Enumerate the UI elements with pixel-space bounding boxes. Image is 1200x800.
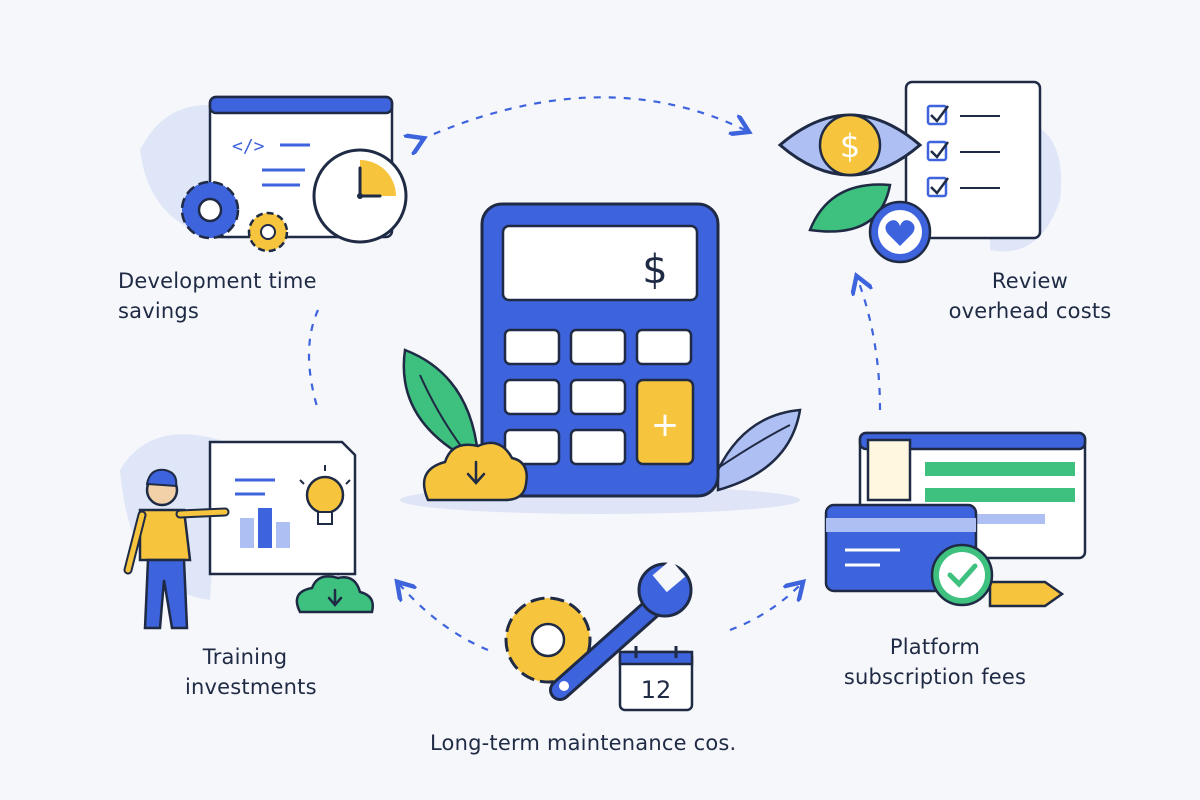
label-platform-subscription-fees: Platform subscription fees (815, 632, 1055, 692)
lightbulb-icon (299, 465, 351, 525)
label-line: savings (118, 299, 200, 323)
maintenance-illustration: 12 (504, 559, 694, 712)
coin-symbol: $ (840, 127, 860, 165)
dev-time-illustration: </> (140, 95, 408, 253)
training-illustration (120, 434, 374, 630)
calculator-group: $ + (400, 202, 802, 514)
leaf-icon (808, 183, 892, 233)
label-line: investments (185, 675, 317, 699)
eye-icon: $ (777, 113, 923, 177)
arrow-top (420, 96, 745, 140)
label-long-term-maintenance: Long-term maintenance cos. (430, 728, 736, 758)
code-tag: </> (232, 136, 265, 157)
heart-badge-icon (868, 200, 932, 264)
arrow-left (307, 309, 320, 411)
check-badge-icon (930, 543, 994, 607)
leaf-icon (714, 408, 802, 492)
cloud-download-icon (422, 441, 528, 502)
review-illustration: $ (777, 80, 1062, 264)
label-line: Long-term maintenance cos. (430, 731, 737, 755)
label-line: Training (202, 645, 288, 669)
label-line: Platform (889, 635, 981, 659)
presenter-icon (123, 468, 230, 630)
calendar-icon: 12 (618, 646, 694, 712)
label-development-time-savings: Development time savings (118, 266, 317, 326)
platform-illustration (824, 431, 1087, 608)
label-review-overhead-costs: Review overhead costs (930, 266, 1130, 326)
gear-icon (247, 211, 289, 253)
cloud-download-icon (295, 575, 374, 614)
calendar-day: 12 (641, 676, 672, 704)
label-line: overhead costs (948, 299, 1112, 323)
label-training-investments: Training investments (185, 642, 317, 702)
checklist-icon (904, 80, 1042, 240)
wrench-icon (549, 559, 693, 701)
arrow-bottom-right (729, 585, 800, 632)
calculator-plus-key: + (651, 405, 680, 445)
clock-icon (312, 148, 408, 244)
arrow-bottom-left (400, 585, 489, 652)
label-line: subscription fees (843, 665, 1027, 689)
label-line: Development time (118, 269, 317, 293)
gear-icon (180, 180, 240, 240)
gear-icon (504, 596, 592, 684)
arrow-right (858, 280, 882, 411)
label-line: Review (991, 269, 1069, 293)
calculator-display-symbol: $ (642, 247, 667, 293)
